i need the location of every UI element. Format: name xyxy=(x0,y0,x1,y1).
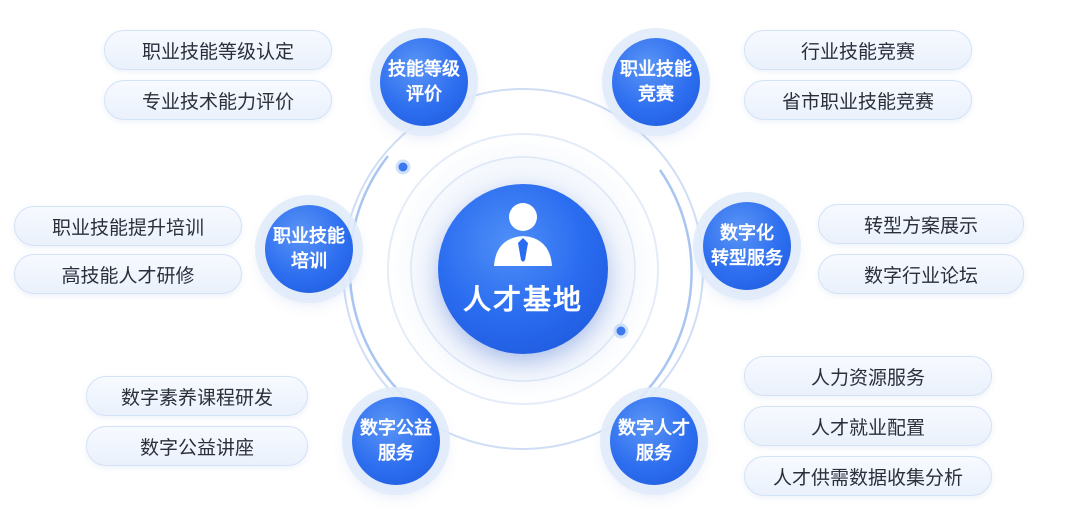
node-skill-training[interactable]: 职业技能 培训 xyxy=(265,205,353,293)
pill-competition-2: 省市职业技能竞赛 xyxy=(744,80,972,120)
person-icon xyxy=(494,203,552,266)
pill-skill-evaluation-2: 专业技术能力评价 xyxy=(104,80,332,120)
center-label: 人才基地 xyxy=(462,283,583,316)
pill-transform-1: 转型方案展示 xyxy=(818,204,1024,244)
pill-skill-evaluation-1: 职业技能等级认定 xyxy=(104,30,332,70)
node-skill-evaluation[interactable]: 技能等级 评价 xyxy=(380,38,468,126)
pill-talent-3: 人才供需数据收集分析 xyxy=(744,456,992,496)
pill-transform-2: 数字行业论坛 xyxy=(818,254,1024,294)
pill-training-1: 职业技能提升培训 xyxy=(14,206,242,246)
node-digital-public-welfare[interactable]: 数字公益 服务 xyxy=(352,397,440,485)
pill-welfare-2: 数字公益讲座 xyxy=(86,426,308,466)
pill-competition-1: 行业技能竞赛 xyxy=(744,30,972,70)
node-digital-talent-service[interactable]: 数字人才 服务 xyxy=(610,397,698,485)
orbit-dot-lower xyxy=(613,323,629,339)
node-skill-competition[interactable]: 职业技能 竞赛 xyxy=(612,38,700,126)
pill-welfare-1: 数字素养课程研发 xyxy=(86,376,308,416)
orbit-arc-left xyxy=(348,155,421,411)
orbit-arc-right xyxy=(639,169,693,399)
orbit-dot-upper xyxy=(395,159,411,175)
pill-talent-2: 人才就业配置 xyxy=(744,406,992,446)
pill-training-2: 高技能人才研修 xyxy=(14,254,242,294)
node-digital-transformation[interactable]: 数字化 转型服务 xyxy=(703,202,791,290)
pill-talent-1: 人力资源服务 xyxy=(744,356,992,396)
